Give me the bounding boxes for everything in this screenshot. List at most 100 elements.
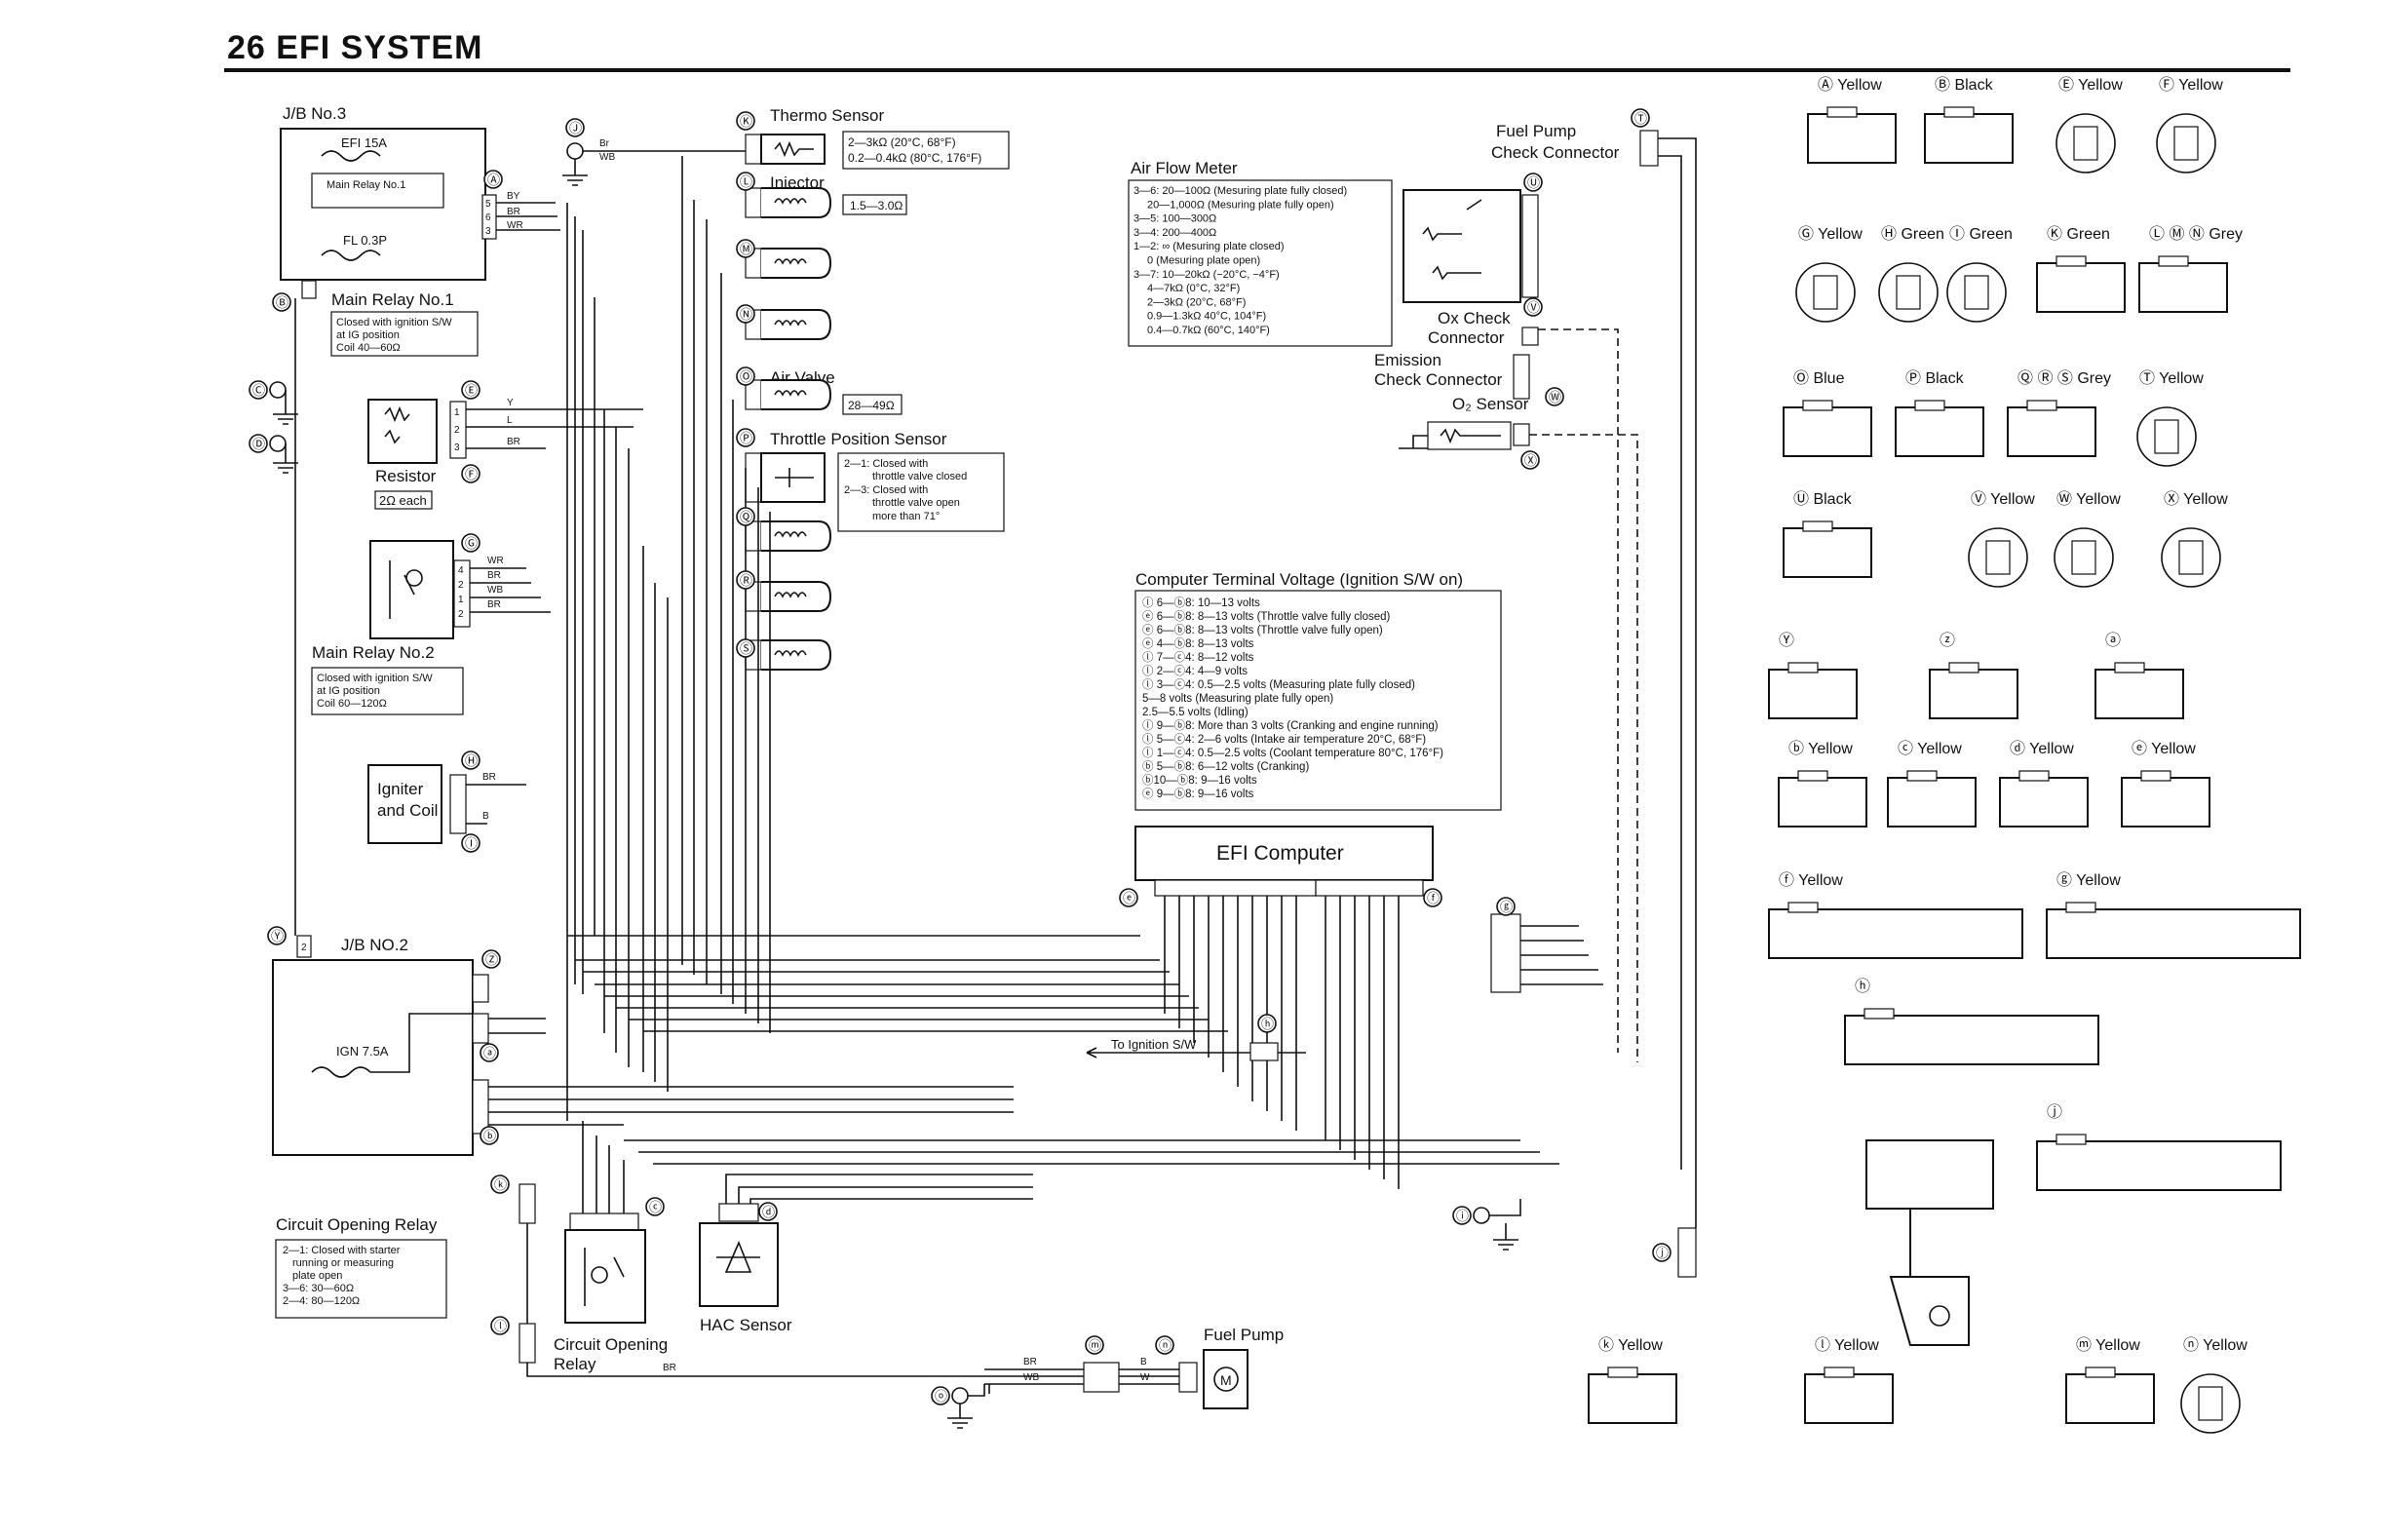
- svg-text:4: 4: [458, 565, 464, 576]
- afm-spec-line: 4—7kΩ (0°C, 32°F): [1147, 283, 1240, 294]
- svg-text:WB: WB: [487, 585, 503, 596]
- fuel-pump-wires: [984, 1368, 1179, 1394]
- o2-symbol: [1399, 428, 1501, 449]
- thermo-box: [760, 134, 826, 165]
- marker-circle: Ⓞ: [736, 366, 755, 386]
- fuel-pump-m-connector: [1083, 1362, 1120, 1393]
- solenoid-module: [745, 581, 832, 612]
- afm-spec-line: 3—5: 100—300Ω: [1133, 213, 1216, 225]
- fl-label: FL 0.3P: [343, 233, 387, 248]
- main-relay2-label: Main Relay No.2: [312, 643, 435, 662]
- efi-pin-wires: [1164, 896, 1400, 1189]
- o2-connector: [1513, 423, 1530, 446]
- circuit-opening-relay: Circuit Opening Relay BR: [519, 1121, 1189, 1377]
- marker-label: Ⓗ: [465, 753, 478, 768]
- marker-label: Ⓙ: [569, 121, 582, 135]
- afm-spec-line: 2—3kΩ (20°C, 68°F): [1147, 296, 1246, 308]
- main-relay2-note-1: Closed with ignition S/W: [317, 673, 433, 684]
- marker-label: Ⓨ: [271, 929, 284, 943]
- marker-circle: ⓜ: [1085, 1335, 1104, 1355]
- connector-pictogram: ⓓ Yellow: [1999, 740, 2089, 828]
- cv-line: 2.5—5.5 volts (Idling): [1142, 707, 1249, 718]
- marker-label: Ⓔ: [465, 383, 478, 398]
- throttle-note-2: throttle valve closed: [872, 471, 967, 482]
- main-relay2-box: [369, 540, 454, 639]
- to-ignition-arrow: [1086, 1047, 1306, 1059]
- connector-label: ⓩ: [1940, 632, 1955, 649]
- connector-pictogram: Ⓣ Yellow: [2136, 369, 2204, 467]
- emission-label-2: Check Connector: [1374, 370, 1503, 389]
- marker-circle: Ⓓ: [249, 434, 268, 453]
- cor-note-5: 2—4: 80—120Ω: [283, 1295, 360, 1307]
- marker-circle: Ⓐ: [483, 170, 503, 189]
- fuel-pump-label: Fuel Pump: [1204, 1326, 1284, 1344]
- connector-label: ⓖ Yellow: [2056, 871, 2121, 889]
- connector-label: Ⓟ Black: [1905, 369, 1965, 387]
- marker-circle: Ⓑ: [272, 292, 291, 312]
- jb2-label: J/B NO.2: [341, 936, 408, 954]
- efi-g-wires: [1520, 925, 1603, 985]
- thermo-value-2: 0.2—0.4kΩ (80°C, 176°F): [848, 151, 981, 165]
- throttle-symbol: [775, 468, 814, 487]
- cor-note-1: 2—1: Closed with starter: [283, 1245, 401, 1256]
- main-relay1-inner-label: Main Relay No.1: [327, 179, 405, 191]
- jb3-b-connector: [301, 280, 317, 299]
- marker-label: ⓕ: [1427, 891, 1440, 905]
- marker-circle: ⓝ: [1155, 1335, 1174, 1355]
- cv-line: ⓛ 5—ⓒ4: 2—6 volts (Intake air temperatur…: [1142, 733, 1426, 746]
- air-flow-spec: Air Flow Meter 3—6: 20—100Ω (Mesuring pl…: [1128, 159, 1393, 347]
- marker-circle: Ⓟ: [736, 428, 755, 447]
- marker-circle: ⓔ: [1119, 888, 1138, 907]
- afm-spec-line: 3—7: 10—20kΩ (−20°C, −4°F): [1133, 269, 1280, 281]
- marker-label: ⓐ: [483, 1046, 496, 1060]
- connector-label: Ⓖ Yellow: [1798, 225, 1863, 243]
- connector-pictogram: Ⓗ Green: [1878, 225, 1944, 323]
- marker-circle: ⓚ: [490, 1174, 510, 1194]
- cor-box: [564, 1229, 646, 1324]
- svg-text:B: B: [482, 811, 489, 822]
- throttle-label: Throttle Position Sensor: [770, 430, 947, 448]
- cor-title: Circuit Opening Relay: [276, 1215, 438, 1234]
- svg-text:BR: BR: [487, 570, 501, 581]
- connector-pictogram: Ⓖ Yellow: [1795, 225, 1863, 323]
- resistor-box: [367, 399, 438, 464]
- jb3-wires: [496, 202, 560, 231]
- emission-check-connector: Emission Check Connector: [1374, 351, 1530, 400]
- hac-label: HAC Sensor: [700, 1316, 792, 1334]
- cv-line: 5—8 volts (Measuring plate fully open): [1142, 693, 1333, 705]
- marker-circle: Ⓙ: [565, 118, 585, 137]
- efi-computer: EFI Computer To Ignition S/W: [1086, 826, 1603, 1189]
- connector-pictogram: Ⓘ Green: [1946, 225, 2013, 323]
- resistor-value-box: [374, 490, 433, 510]
- marker-label: ⓒ: [649, 1200, 662, 1214]
- h-connector: [1249, 1042, 1279, 1061]
- ox-label-2: Connector: [1428, 328, 1505, 347]
- solenoid-module: [745, 309, 832, 340]
- marker-circle: Ⓜ: [736, 239, 755, 258]
- hac-connector: [718, 1203, 759, 1222]
- marker-circle: ⓛ: [490, 1316, 510, 1335]
- connector-label: ⓑ Yellow: [1788, 740, 1853, 757]
- svg-text:BR: BR: [663, 1363, 676, 1373]
- connector-pictogram: Ⓦ Yellow: [2054, 490, 2121, 588]
- j-connector: [1677, 1227, 1697, 1278]
- svg-text:BR: BR: [1023, 1357, 1037, 1367]
- svg-text:1: 1: [454, 407, 460, 418]
- svg-text:BR: BR: [507, 207, 520, 217]
- connector-pictogram: Ⓠ Ⓡ Ⓢ Grey: [2007, 369, 2111, 457]
- connector-pictogram: ⓚ Yellow: [1588, 1336, 1677, 1424]
- cor-c-connector: [569, 1213, 639, 1232]
- svg-text:WR: WR: [487, 556, 504, 566]
- marker-circle: ⓞ: [931, 1386, 950, 1405]
- marker-circle: Ⓖ: [461, 533, 480, 553]
- marker-circle: ⓐ: [480, 1043, 499, 1062]
- afm-spec-line: 3—6: 20—100Ω (Mesuring plate fully close…: [1133, 185, 1347, 197]
- svg-text:2: 2: [458, 609, 464, 620]
- marker-label: Ⓟ: [740, 431, 752, 445]
- fl-fuse-symbol: [321, 250, 381, 261]
- svg-text:WR: WR: [507, 220, 523, 231]
- to-ignition-label: To Ignition S/W: [1111, 1037, 1197, 1052]
